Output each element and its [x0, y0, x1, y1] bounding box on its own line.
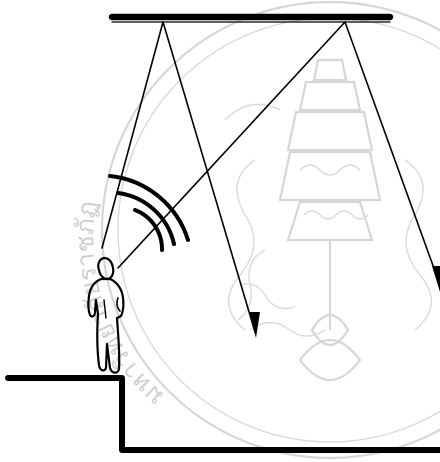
- ray-direct-to-ceiling: [118, 22, 345, 268]
- sound-rays: [102, 22, 440, 332]
- ray-to-left-reflection-point: [102, 22, 163, 248]
- ray-reflected-right: [345, 22, 440, 285]
- watermark-seal: มหาวิทยาลัยราชภัฏ: [70, 2, 440, 458]
- ray-reflected-left: [163, 22, 255, 332]
- arrowhead-right: [432, 266, 440, 292]
- ray-arrowheads: [249, 266, 440, 338]
- ceiling-reflector: [112, 17, 390, 22]
